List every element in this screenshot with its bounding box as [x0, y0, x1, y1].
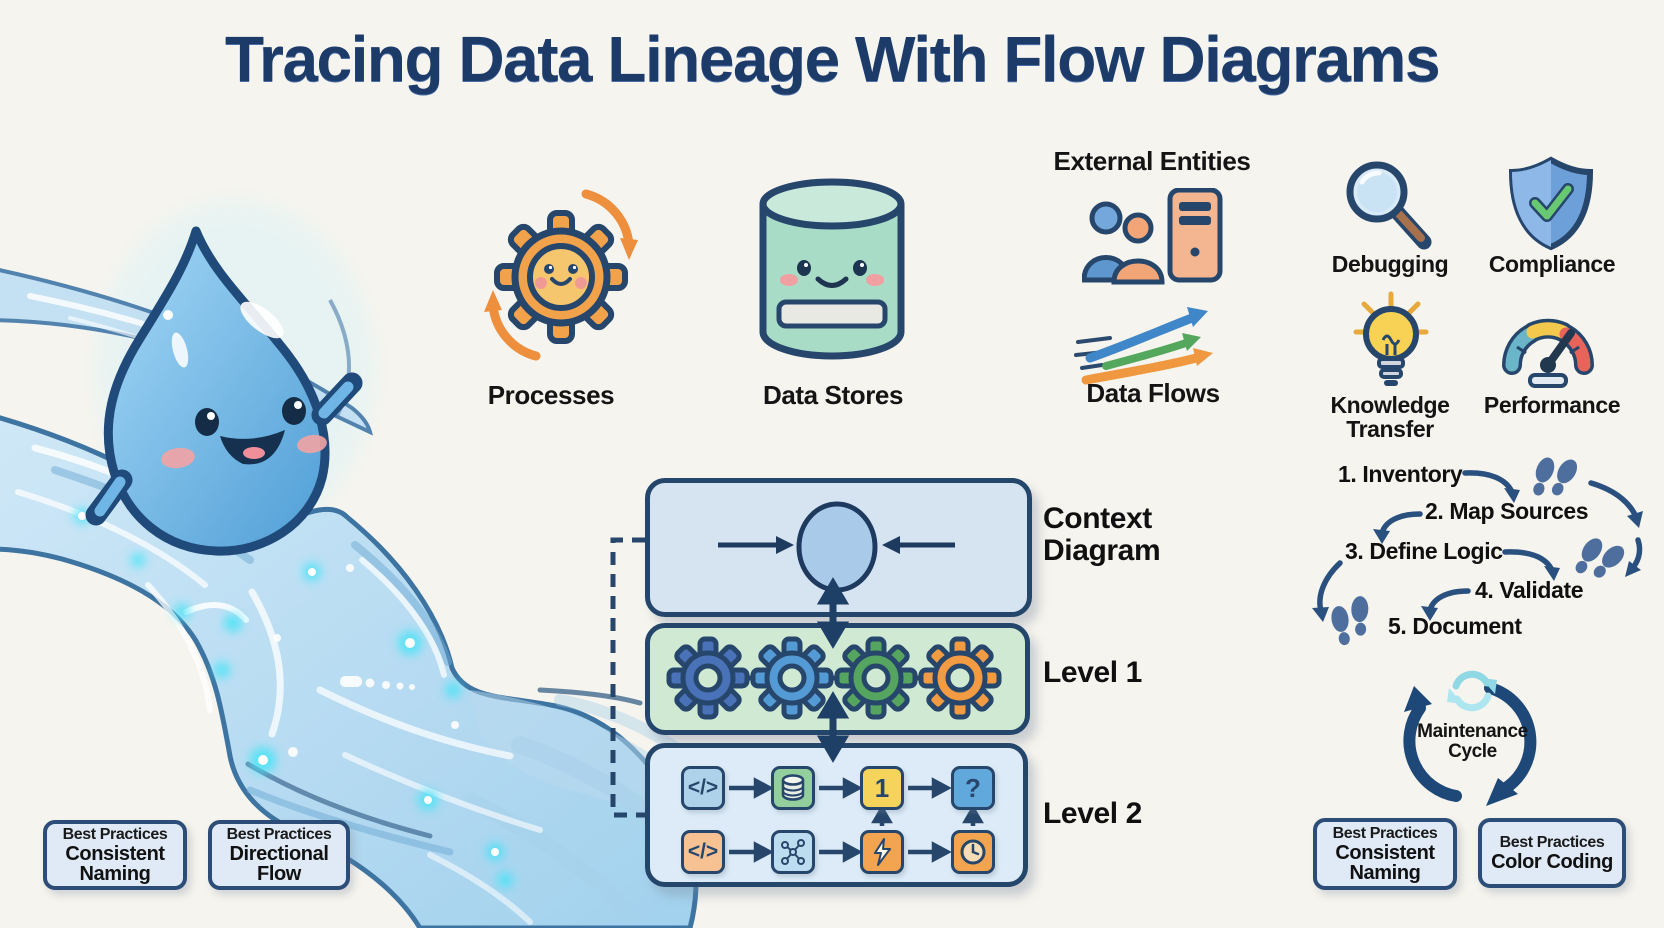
code-glyph: </> — [687, 776, 719, 799]
level2-node-clock — [951, 830, 995, 874]
mini-lightning-icon — [874, 838, 891, 866]
context-diagram-label: Context Diagram — [1043, 502, 1161, 567]
glow-dot-cores — [78, 512, 499, 856]
code-glyph: </> — [687, 840, 719, 863]
page-title: Tracing Data Lineage With Flow Diagrams — [224, 23, 1441, 95]
best-practice-kicker: Best Practices — [62, 825, 168, 843]
mini-database-icon — [781, 774, 805, 801]
knowledge-transfer-lightbulb-icon — [1353, 291, 1429, 386]
step-1-inventory: 1. Inventory — [1338, 461, 1463, 487]
compliance-label: Compliance — [1488, 251, 1616, 277]
level2-node-code-target: </> — [681, 830, 725, 874]
level2-node-network — [771, 830, 815, 874]
knowledge-transfer-label: Knowledge Transfer — [1330, 392, 1450, 443]
best-practice-kicker: Best Practices — [1332, 824, 1438, 842]
external-entities-people-server-icon — [1082, 188, 1223, 285]
best-practice-consistent-naming-right: Best Practices Consistent Naming — [1313, 818, 1457, 890]
step-4-validate: 4. Validate — [1475, 577, 1584, 603]
level2-node-database — [771, 766, 815, 810]
level1-label: Level 1 — [1043, 656, 1142, 689]
external-entities-label: External Entities — [1053, 146, 1251, 176]
context-diagram-art — [718, 501, 955, 593]
data-flows-label: Data Flows — [1086, 378, 1220, 408]
one-glyph: 1 — [874, 772, 890, 803]
best-practice-color-coding: Best Practices Color Coding — [1478, 818, 1626, 888]
mascot-arms — [85, 372, 363, 526]
step-2-map-sources: 2. Map Sources — [1425, 498, 1589, 524]
compliance-shield-icon — [1508, 156, 1594, 251]
level1-gears-art — [650, 628, 1025, 730]
data-flows-arrows-icon — [1074, 307, 1213, 385]
level2-box: </> 1 ? </> — [645, 743, 1028, 887]
data-stores-database-icon — [759, 178, 905, 360]
best-practice-title: Directional Flow — [229, 842, 329, 885]
level1-box — [645, 623, 1030, 735]
performance-gauge-icon — [1502, 318, 1594, 388]
step-3-define-logic: 3. Define Logic — [1345, 538, 1503, 564]
best-practice-title: Color Coding — [1491, 850, 1613, 873]
best-practice-title: Consistent Naming — [65, 842, 165, 885]
question-glyph: ? — [965, 772, 981, 803]
level2-node-one: 1 — [860, 766, 904, 810]
mini-network-icon — [781, 839, 805, 865]
water-droplet-mascot — [85, 226, 363, 556]
level2-node-question: ? — [951, 766, 995, 810]
best-practice-kicker: Best Practices — [1499, 833, 1605, 851]
stream-sparkle-dashes — [273, 564, 459, 757]
performance-label: Performance — [1483, 392, 1621, 418]
best-practice-directional-flow: Best Practices Directional Flow — [208, 820, 350, 890]
processes-label: Processes — [487, 380, 615, 410]
debugging-magnifier-icon — [1346, 161, 1432, 250]
processes-gear-icon — [484, 189, 638, 361]
debugging-label: Debugging — [1331, 251, 1449, 277]
best-practice-kicker: Best Practices — [226, 825, 332, 843]
best-practice-consistent-naming-left: Best Practices Consistent Naming — [43, 820, 187, 890]
best-practice-title: Consistent Naming — [1335, 841, 1435, 884]
context-diagram-box — [645, 478, 1032, 617]
level2-label: Level 2 — [1043, 797, 1142, 830]
step-5-document: 5. Document — [1388, 613, 1522, 639]
mascot-face — [161, 397, 327, 469]
maintenance-cycle-icon — [1403, 670, 1537, 806]
maintenance-cycle-label: Maintenance Cycle — [1417, 721, 1528, 762]
data-stores-label: Data Stores — [762, 380, 904, 410]
mini-clock-icon — [960, 839, 986, 865]
level2-node-lightning — [860, 830, 904, 874]
level2-node-code-source: </> — [681, 766, 725, 810]
